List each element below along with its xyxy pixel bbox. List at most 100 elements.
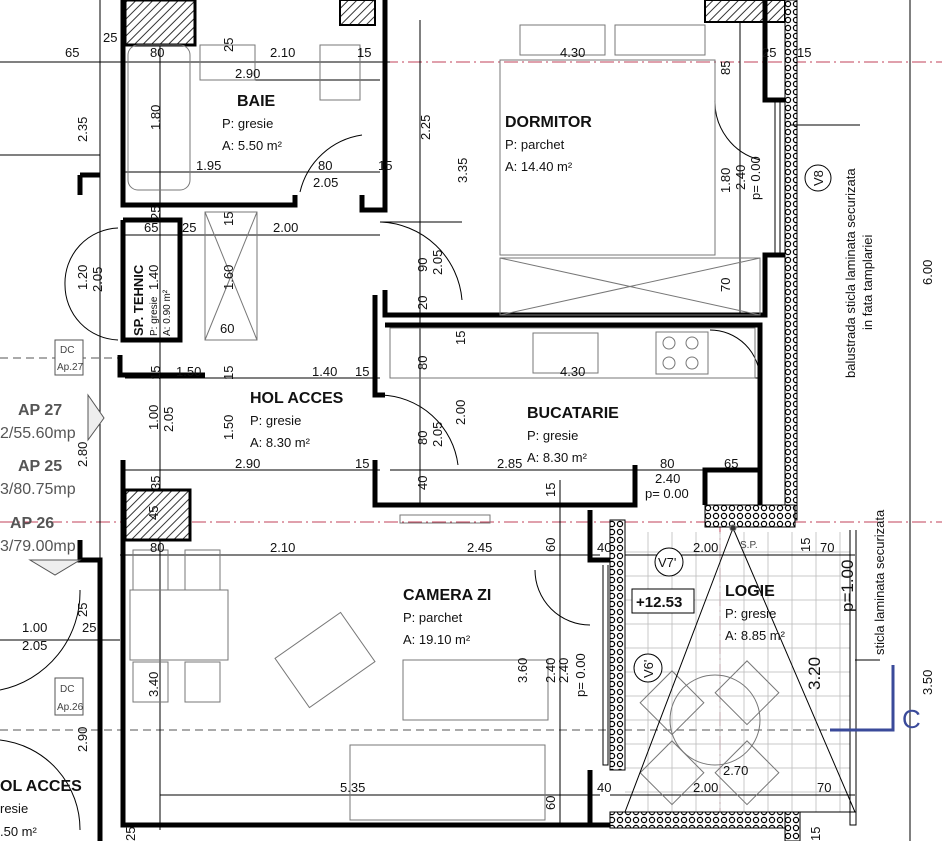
dimension-label: 2.25	[418, 115, 433, 140]
room-floor-bucatarie: P: gresie	[527, 428, 578, 443]
labels: BAIE P: gresie A: 5.50 m² DORMITOR P: pa…	[0, 93, 921, 839]
dimension-label: 70	[718, 278, 733, 292]
dimension-label: 2.40	[556, 658, 571, 683]
dimension-label: 80	[660, 456, 674, 471]
dimension-label: 15	[808, 827, 823, 841]
dimension-label: 2.05	[90, 267, 105, 292]
dimension-label: 25	[123, 827, 138, 841]
room-name-sp-tehnic: SP. TEHNIC	[131, 264, 146, 336]
shower	[204, 211, 258, 341]
armchair	[274, 611, 376, 709]
dimension-label: 1.40	[146, 265, 161, 290]
dimension-label: 40	[415, 476, 430, 490]
dimension-label: 2.05	[430, 250, 445, 275]
dimension-label: 25	[148, 206, 163, 220]
dimension-label: 2.85	[497, 456, 522, 471]
logie-tiles	[625, 532, 850, 812]
apartment-name: AP 25	[18, 458, 62, 475]
dimension-label: 15	[797, 45, 811, 60]
dimension-label: 1.60	[221, 265, 236, 290]
dimension-label: 3.40	[146, 672, 161, 697]
dimension-label: 35	[148, 476, 163, 490]
room-name-camera-zi: CAMERA ZI	[403, 587, 491, 604]
dimension-label: 45	[146, 506, 161, 520]
dimension-label: 2.05	[161, 407, 176, 432]
room-floor-hol-acces: P: gresie	[250, 413, 301, 428]
meter-box-label: DC	[60, 684, 74, 695]
dimension-label: 1.80	[148, 105, 163, 130]
dimension-label: 25	[182, 220, 196, 235]
wardrobe	[499, 257, 761, 316]
dimension-label: 5.35	[340, 780, 365, 795]
note-balustrada: balustrada sticla laminata securizata	[843, 168, 858, 378]
dimension-label: 2.05	[313, 175, 338, 190]
doors	[0, 99, 761, 831]
walls	[77, 0, 857, 841]
room-floor-dormitor: P: parchet	[505, 137, 565, 152]
dimension-label: 25	[82, 620, 96, 635]
dimension-label: 1.00	[22, 620, 47, 635]
bed	[499, 59, 716, 256]
meter-box-label: DC	[60, 345, 74, 356]
dimension-label: 70	[820, 540, 834, 555]
dining-table	[129, 589, 229, 661]
dimension-label: 15	[148, 366, 163, 380]
bathtub	[127, 44, 191, 191]
dimension-label: 15	[543, 483, 558, 497]
dimension-label: 4.30	[560, 364, 585, 379]
dimension-label: 2.00	[453, 400, 468, 425]
room-name-bucatarie: BUCATARIE	[527, 405, 619, 422]
room-area-logie: A: 8.85 m²	[725, 628, 786, 643]
dimension-label: 15	[221, 366, 236, 380]
room-area-neighbor-hol: .50 m²	[0, 824, 38, 839]
dimension-label: 2.45	[467, 540, 492, 555]
room-area-sp-tehnic: A: 0.90 m²	[162, 289, 173, 336]
level-mark: +12.53	[636, 594, 682, 611]
room-floor-logie: P: gresie	[725, 606, 776, 621]
dimension-label: 1.40	[312, 364, 337, 379]
dimension-label: 80	[318, 158, 332, 173]
dimension-label: 3.20	[805, 657, 824, 690]
window-tag: V8	[811, 170, 826, 186]
room-name-dormitor: DORMITOR	[505, 114, 592, 131]
apartment-info: 3/80.75mp	[0, 481, 76, 498]
room-floor-sp-tehnic: P: gresie	[149, 296, 160, 336]
dimension-label: 15	[378, 158, 392, 173]
dimension-label: 25	[762, 45, 776, 60]
dimension-label: 70	[817, 780, 831, 795]
dimension-label: 2.90	[235, 456, 260, 471]
room-area-dormitor: A: 14.40 m²	[505, 159, 573, 174]
dimension-label: 65	[724, 456, 738, 471]
dimension-label: 2.10	[270, 45, 295, 60]
dimension-label: 4.30	[560, 45, 585, 60]
room-area-bucatarie: A: 8.30 m²	[527, 450, 588, 465]
dimension-label: 40	[597, 780, 611, 795]
dimension-label: 3.50	[920, 670, 935, 695]
dimension-label: 6.00	[920, 260, 935, 285]
dimension-label: 15	[357, 45, 371, 60]
apartment-name: AP 26	[10, 515, 54, 532]
dimension-label: 60	[543, 796, 558, 810]
dimension-label: 20	[415, 296, 430, 310]
dimension-label: 1.50	[221, 415, 236, 440]
room-name-logie: LOGIE	[725, 583, 775, 600]
dimension-label: 80	[415, 431, 430, 445]
dimension-label: 3.35	[455, 158, 470, 183]
note-balustrada: in fata tamplariei	[860, 235, 875, 330]
rug	[402, 659, 549, 721]
note-sticla: sticla laminata securizata	[872, 509, 887, 655]
note-sp: S.P.	[740, 540, 758, 551]
dimension-label: 2.35	[75, 117, 90, 142]
dimension-label: 1.50	[176, 364, 201, 379]
room-floor-baie: P: gresie	[222, 116, 273, 131]
insulated-walls	[609, 0, 801, 841]
dimension-label: 2.90	[235, 66, 260, 81]
dimension-label: p= 0.00	[645, 486, 689, 501]
dimension-label: 2.05	[22, 638, 47, 653]
dimension-label: 85	[718, 61, 733, 75]
room-floor-neighbor-hol: resie	[0, 801, 28, 816]
dimension-label: 2.80	[75, 442, 90, 467]
dimension-label: 15	[355, 364, 369, 379]
dimension-label: 1.95	[196, 158, 221, 173]
dimension-label: 2.70	[723, 763, 748, 778]
